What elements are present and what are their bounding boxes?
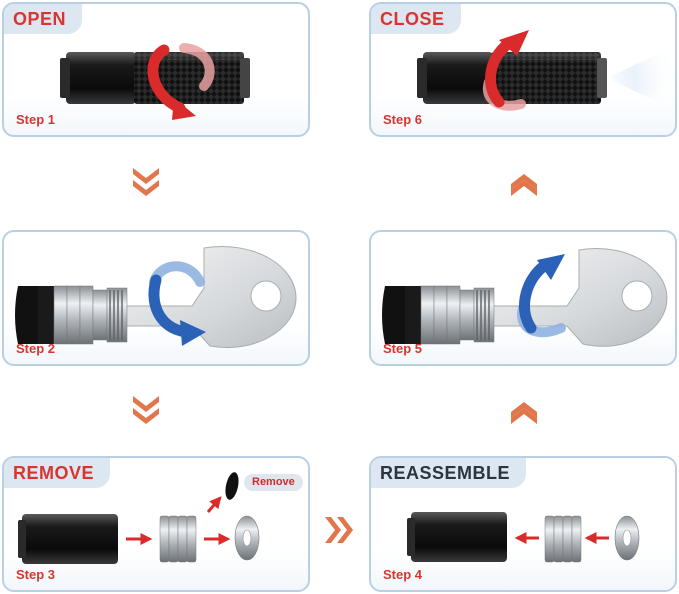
battery-stack xyxy=(15,285,128,345)
curved-arrow-icon xyxy=(147,43,215,120)
battery-stack xyxy=(382,285,495,345)
washer-ring xyxy=(234,515,260,561)
double-chevron-up-icon xyxy=(511,174,537,196)
flashlight-head xyxy=(66,52,136,104)
flashlight-head xyxy=(22,514,118,564)
curved-arrow-icon xyxy=(148,261,206,346)
flashlight-knurled-body xyxy=(491,52,601,104)
remove-callout: Remove xyxy=(244,474,303,491)
flashlight-cap xyxy=(60,58,70,98)
step-label-4: Step 4 xyxy=(383,567,423,582)
flashlight-tail xyxy=(597,58,607,98)
light-beam xyxy=(607,45,675,111)
step-label-1: Step 1 xyxy=(16,112,56,127)
double-chevron-up-icon xyxy=(511,402,537,424)
step-title-open: OPEN xyxy=(4,4,83,34)
flashlight-tail xyxy=(240,58,250,98)
curved-arrow-icon xyxy=(517,254,566,338)
end-cap-disc xyxy=(225,472,239,500)
reassemble-parts-illustration xyxy=(407,512,640,563)
step-title-reassemble: REASSEMBLE xyxy=(371,458,527,488)
washer-ring xyxy=(614,515,640,561)
step-2-panel: Step 2 xyxy=(2,230,310,366)
double-chevron-down-icon xyxy=(133,168,159,196)
step-label-6: Step 6 xyxy=(383,112,423,127)
curved-arrow-icon xyxy=(482,30,529,111)
step-4-panel: REASSEMBLE Step 4 xyxy=(369,456,677,592)
step-label-5: Step 5 xyxy=(383,341,423,356)
flashlight-cap xyxy=(417,58,427,98)
step-title-close: CLOSE xyxy=(371,4,461,34)
flashlight-head xyxy=(423,52,493,104)
flashlight-open-illustration xyxy=(60,43,250,120)
step-label-3: Step 3 xyxy=(16,567,56,582)
step-5-panel: Step 5 xyxy=(369,230,677,366)
flashlight-head xyxy=(411,512,507,562)
step-title-remove: REMOVE xyxy=(4,458,111,488)
double-chevron-right-icon xyxy=(325,517,353,543)
battery-coins xyxy=(544,515,582,563)
battery-coins xyxy=(159,515,197,563)
key-blade xyxy=(492,248,668,347)
step-1-panel: OPEN Step 1 xyxy=(2,2,310,137)
arrow-up-right-icon xyxy=(206,496,222,513)
remove-parts-illustration xyxy=(18,472,260,564)
double-chevron-down-icon xyxy=(133,396,159,424)
key-unscrew-illustration xyxy=(15,246,297,348)
step-6-panel: CLOSE Step 6 xyxy=(369,2,677,137)
key-screw-illustration xyxy=(382,248,668,347)
step-label-2: Step 2 xyxy=(16,341,56,356)
flashlight-close-illustration xyxy=(417,30,675,111)
step-3-panel: Remove REMOVE Step 3 xyxy=(2,456,310,592)
